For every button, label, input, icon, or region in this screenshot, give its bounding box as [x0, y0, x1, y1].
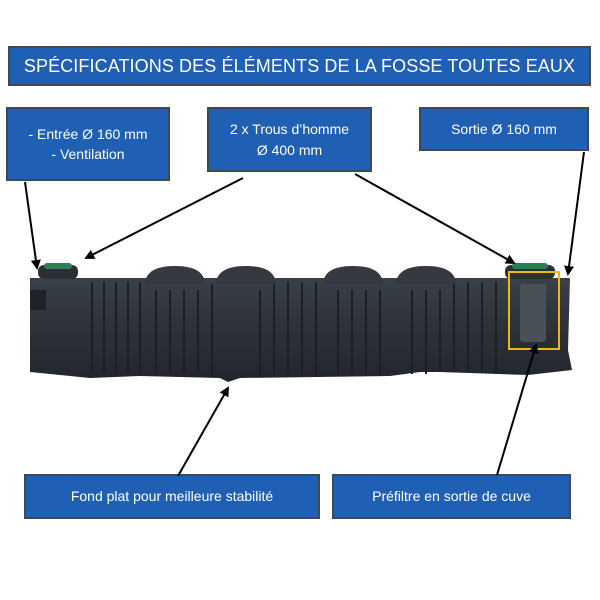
- inlet-arrow: [24, 181, 41, 270]
- flat-base-label: Fond plat pour meilleure stabilité: [24, 474, 320, 519]
- tank-dome: [323, 266, 383, 285]
- manhole-lid-inlet: [44, 263, 72, 269]
- prefilter-label: Préfiltre en sortie de cuve: [332, 474, 571, 519]
- inlet-pipe: [30, 290, 46, 310]
- manhole-lid-outlet: [512, 263, 548, 269]
- tank-dome: [396, 266, 456, 285]
- outlet-label: Sortie Ø 160 mm: [419, 107, 589, 151]
- base-arrow: [177, 386, 229, 477]
- ventilation-label-line: - Ventilation: [51, 146, 125, 162]
- tank-dome: [145, 266, 205, 285]
- diagram-title: SPÉCIFICATIONS DES ÉLÉMENTS DE LA FOSSE …: [8, 46, 591, 86]
- tank-dome: [216, 266, 276, 285]
- manholes-label: 2 x Trous d’homme Ø 400 mm: [207, 107, 372, 172]
- manholes-diameter-line: Ø 400 mm: [256, 141, 323, 158]
- tank-ribs: [91, 282, 497, 376]
- manholes-label-line: 2 x Trous d’homme: [229, 121, 350, 138]
- inlet-ventilation-label: - Entrée Ø 160 mm - Ventilation: [6, 107, 170, 181]
- manhole-arrow-right: [354, 173, 516, 264]
- outlet-arrow: [564, 151, 585, 276]
- prefilter-arrow: [496, 343, 539, 476]
- manhole-arrow-left: [84, 177, 244, 259]
- septic-tank: [30, 263, 572, 382]
- callout-arrows: [24, 151, 585, 477]
- prefilter-element: [520, 284, 546, 342]
- inlet-label-line: - Entrée Ø 160 mm: [28, 125, 148, 142]
